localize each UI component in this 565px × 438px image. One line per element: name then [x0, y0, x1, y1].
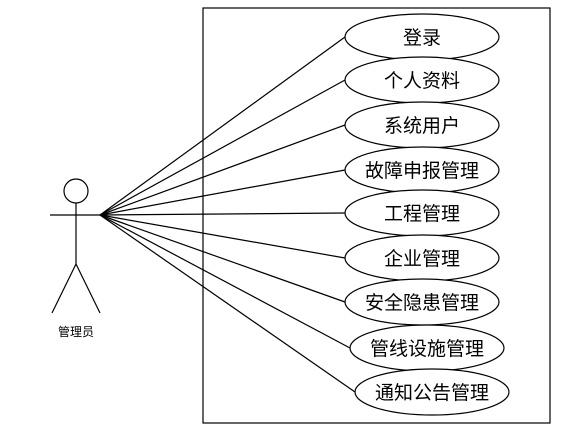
- use-case: 企业管理: [344, 234, 500, 282]
- use-case-label: 个人资料: [384, 70, 460, 92]
- association-line: [99, 36, 346, 216]
- actor-head: [63, 178, 89, 204]
- use-case: 故障申报管理: [344, 146, 500, 194]
- association-line: [99, 212, 346, 216]
- use-case-label: 企业管理: [384, 248, 460, 270]
- association-line: [99, 169, 346, 216]
- use-case-list: 登录个人资料系统用户故障申报管理工程管理企业管理安全隐患管理管线设施管理通知公告…: [344, 13, 510, 416]
- association-lines: [99, 36, 356, 393]
- actor-left-leg: [51, 263, 77, 314]
- use-case-ellipse: [354, 368, 510, 416]
- actor-figure: [50, 178, 102, 314]
- actor-label: 管理员: [58, 324, 94, 339]
- use-case: 个人资料: [344, 56, 500, 104]
- use-case: 安全隐患管理: [344, 278, 500, 326]
- association-line: [99, 214, 346, 259]
- use-case-label: 故障申报管理: [365, 160, 479, 182]
- association-line: [99, 79, 346, 216]
- use-case: 通知公告管理: [354, 368, 510, 416]
- use-case: 管线设施管理: [349, 324, 505, 372]
- actor-right-leg: [75, 263, 101, 314]
- system-boundary: [202, 7, 551, 424]
- use-case-label: 登录: [403, 27, 441, 49]
- use-case-label: 通知公告管理: [375, 382, 489, 404]
- use-case: 登录: [344, 13, 500, 61]
- association-line: [99, 214, 351, 349]
- use-case-label: 系统用户: [384, 115, 460, 137]
- use-case: 系统用户: [344, 101, 500, 149]
- association-line: [99, 214, 356, 393]
- use-case-label: 管线设施管理: [370, 338, 484, 360]
- use-case: 工程管理: [344, 189, 500, 237]
- association-line: [99, 214, 346, 303]
- association-line: [99, 124, 346, 216]
- use-case-label: 工程管理: [384, 203, 460, 225]
- use-case-label: 安全隐患管理: [365, 292, 479, 314]
